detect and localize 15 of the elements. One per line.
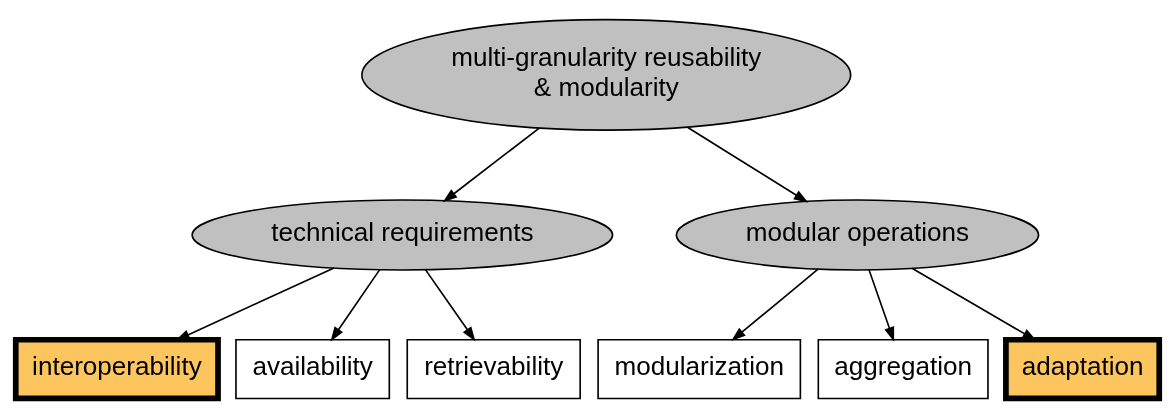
arrow (731, 267, 820, 341)
node-box: adaptation (1003, 336, 1163, 401)
node-box: interoperability (12, 336, 221, 401)
node-box: modularization (597, 338, 802, 399)
node-box: availability (235, 338, 391, 399)
arrow (424, 268, 476, 341)
node-box: retrievability (406, 338, 581, 399)
arrow (868, 268, 895, 342)
node-box: aggregation (817, 338, 989, 399)
node-ellipse: technical requirements (191, 198, 614, 271)
arrow (330, 268, 381, 341)
arrow (687, 126, 809, 203)
node-ellipse: multi-granularity reusability & modularity (361, 18, 852, 131)
node-ellipse: modular operations (675, 198, 1040, 271)
arrow (442, 127, 540, 202)
